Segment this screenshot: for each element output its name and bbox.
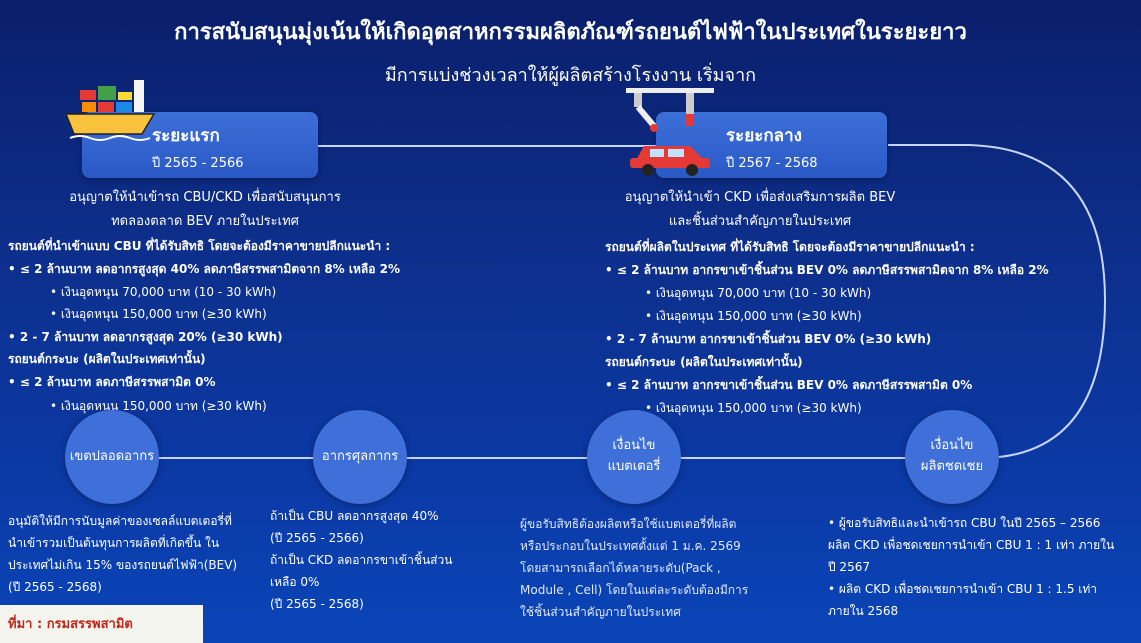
circle-compensation-condition: เงื่อนไข ผลิตชดเชย xyxy=(905,410,999,504)
phase1-sub-1: • เงินอุดหนุน 70,000 บาท (10 - 30 kWh) xyxy=(50,285,277,299)
note-line: • ผู้ขอรับสิทธิและนำเข้ารถ CBU ในปี 2565… xyxy=(828,516,1101,530)
phase2-desc-2: และชิ้นส่วนสำคัญภายในประเทศ xyxy=(668,214,852,229)
connector-line-top xyxy=(318,145,688,147)
note-line: (ปี 2565 - 2568) xyxy=(8,580,102,594)
phase1-years: ปี 2565 - 2566 xyxy=(152,156,244,171)
note-line: เหลือ 0% xyxy=(270,575,320,589)
note-line: ประเทศไม่เกิน 15% ของรถยนต์ไฟฟ้า(BEV) xyxy=(8,558,238,572)
page-title: การสนับสนุนมุ่งเน้นให้เกิดอุตสาหกรรมผลิต… xyxy=(174,20,967,45)
phase2-sub-3: • เงินอุดหนุน 150,000 บาท (≥30 kWh) xyxy=(645,401,862,415)
phase1-bullet-2: • 2 - 7 ล้านบาท ลดอากรสูงสุด 20% (≥30 kW… xyxy=(8,330,283,344)
note-battery: ผู้ขอรับสิทธิต้องผลิตหรือใช้แบตเตอรี่ที่… xyxy=(520,513,748,623)
phase2-sub-2: • เงินอุดหนุน 150,000 บาท (≥30 kWh) xyxy=(645,309,862,323)
phase2-bullet-2: • 2 - 7 ล้านบาท อากรขาเข้าชิ้นส่วน BEV 0… xyxy=(605,332,932,346)
circle-customs-duty-label: อากรศุลกากร xyxy=(321,448,399,464)
circle-free-zone-label: เขตปลอดอากร xyxy=(69,448,155,464)
connector-line-bottom xyxy=(150,457,990,459)
note-line: • ผลิต CKD เพื่อชดเชยการนำเข้า CBU 1 : 1… xyxy=(828,582,1098,596)
phase1-box: ระยะแรก ปี 2565 - 2566 xyxy=(82,112,318,178)
source-label: ที่มา : กรมสรรพสามิต xyxy=(0,605,203,643)
circle-battery-label-2: แบตเตอรี่ xyxy=(607,459,661,474)
phase2-sub-1: • เงินอุดหนุน 70,000 บาท (10 - 30 kWh) xyxy=(645,286,872,300)
phase2-heading-1: รถยนต์ที่ผลิตในประเทศ ที่ได้รับสิทธิ โดย… xyxy=(605,240,975,254)
phase1-bullet-3: • ≤ 2 ล้านบาท ลดภาษีสรรพสามิต 0% xyxy=(8,375,216,389)
note-free-zone: อนุมัติให้มีการนับมูลค่าของเซลล์แบตเตอรี… xyxy=(8,510,237,598)
note-customs: ถ้าเป็น CBU ลดอากรสูงสุด 40% (ปี 2565 - … xyxy=(270,505,452,615)
note-line: ปี 2567 xyxy=(828,560,870,574)
cargo-ship-icon xyxy=(64,80,156,141)
note-line: ผลิต CKD เพื่อชดเชยการนำเข้า CBU 1 : 1 เ… xyxy=(828,538,1115,552)
phase1-sub-2: • เงินอุดหนุน 150,000 บาท (≥30 kWh) xyxy=(50,307,267,321)
circle-battery-label-1: เงื่อนไข xyxy=(612,438,656,454)
phase2-desc-1: อนุญาตให้นำเข้า CKD เพื่อส่งเสริมการผลิต… xyxy=(624,190,896,205)
phase2-bullet-3: • ≤ 2 ล้านบาท อากรขาเข้าชิ้นส่วน BEV 0% … xyxy=(605,378,973,392)
circle-battery-condition: เงื่อนไข แบตเตอรี่ xyxy=(587,410,681,504)
note-line: ถ้าเป็น CBU ลดอากรสูงสุด 40% xyxy=(270,509,439,523)
connector-curve xyxy=(888,144,1107,459)
note-line: ผู้ขอรับสิทธิต้องผลิตหรือใช้แบตเตอรี่ที่… xyxy=(520,517,737,531)
note-compensation: • ผู้ขอรับสิทธิและนำเข้ารถ CBU ในปี 2565… xyxy=(828,512,1114,622)
phase2-bullet-1: • ≤ 2 ล้านบาท อากรขาเข้าชิ้นส่วน BEV 0% … xyxy=(605,263,1049,277)
note-line: (ปี 2565 - 2568) xyxy=(270,597,364,611)
note-line: ถ้าเป็น CKD ลดอากรขาเข้าชิ้นส่วน xyxy=(270,553,453,567)
page-subtitle: มีการแบ่งช่วงเวลาให้ผู้ผลิตสร้างโรงงาน เ… xyxy=(384,65,757,86)
phase1-name: ระยะแรก xyxy=(152,126,220,146)
phase1-bullet-1: • ≤ 2 ล้านบาท ลดอากรสูงสุด 40% ลดภาษีสรร… xyxy=(8,262,401,276)
note-line: Module , Cell) โดยในแต่ละระดับต้องมีการ xyxy=(520,583,749,597)
circle-free-zone: เขตปลอดอากร xyxy=(65,410,159,504)
phase1-heading-1: รถยนต์ที่นำเข้าแบบ CBU ที่ได้รับสิทธิ โด… xyxy=(8,239,391,253)
phase2-years: ปี 2567 - 2568 xyxy=(726,156,818,171)
phase2-name: ระยะกลาง xyxy=(726,126,802,146)
circle-compensation-label-2: ผลิตชดเชย xyxy=(920,459,984,474)
note-line: อนุมัติให้มีการนับมูลค่าของเซลล์แบตเตอรี… xyxy=(8,514,232,528)
circle-customs-duty: อากรศุลกากร xyxy=(313,410,407,504)
phase1-heading-2: รถยนต์กระบะ (ผลิตในประเทศเท่านั้น) xyxy=(8,352,206,366)
note-line: หรือประกอบในประเทศตั้งแต่ 1 ม.ค. 2569 xyxy=(520,539,741,553)
phase2-heading-2: รถยนต์กระบะ (ผลิตในประเทศเท่านั้น) xyxy=(605,355,803,369)
robot-arm-car-icon xyxy=(626,88,714,176)
note-line: (ปี 2565 - 2566) xyxy=(270,531,364,545)
phase1-desc-1: อนุญาตให้นำเข้ารถ CBU/CKD เพื่อสนับสนุนก… xyxy=(69,190,341,205)
phase1-desc-2: ทดลองตลาด BEV ภายในประเทศ xyxy=(111,214,299,229)
phase1-sub-3: • เงินอุดหนุน 150,000 บาท (≥30 kWh) xyxy=(50,399,267,413)
note-line: โดยสามารถเลือกได้หลายระดับ(Pack , xyxy=(520,561,721,575)
circle-compensation-label-1: เงื่อนไข xyxy=(930,438,974,454)
note-line: ภายใน 2568 xyxy=(828,604,899,618)
note-line: ใช้ชิ้นส่วนสำคัญภายในประเทศ xyxy=(520,605,681,619)
note-line: นำเข้ารวมเป็นต้นทุนการผลิตที่เกิดขึ้น ใน xyxy=(8,536,220,550)
